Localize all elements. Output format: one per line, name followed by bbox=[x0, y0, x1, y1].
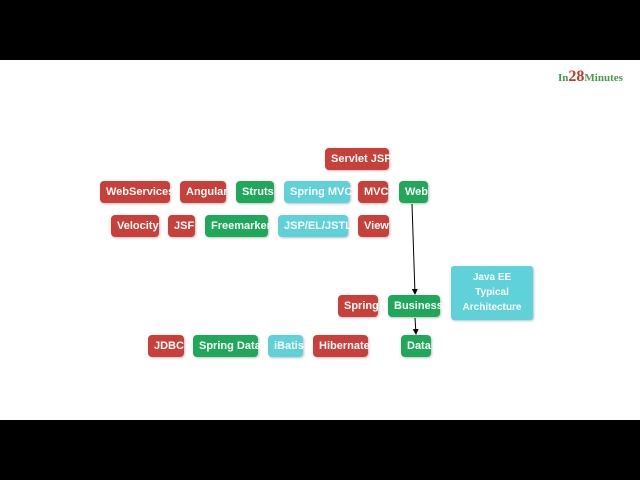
hibernate-box: Hibernate bbox=[313, 335, 370, 357]
arrow-business-to-data bbox=[412, 317, 419, 335]
business-box: Business bbox=[388, 295, 443, 317]
webservices-box: WebServices bbox=[100, 181, 174, 203]
mvc-box: MVC bbox=[358, 181, 388, 203]
java-ee-architecture-note: Java EE Typical Architecture bbox=[451, 266, 533, 320]
jsp-el-jstl-box: JSP/EL/JSTL bbox=[278, 215, 352, 237]
spring-data-box: Spring Data bbox=[193, 335, 261, 357]
spring-mvc-box: Spring MVC bbox=[284, 181, 352, 203]
servlet-jsp-box: Servlet JSP bbox=[325, 148, 392, 170]
jsf-box: JSF bbox=[168, 215, 195, 237]
velocity-box: Velocity bbox=[111, 215, 159, 237]
spring-box: Spring bbox=[338, 295, 379, 317]
connector-arrows bbox=[411, 203, 419, 335]
data-box: Data bbox=[401, 335, 431, 357]
jdbc-box: JDBC bbox=[148, 335, 184, 357]
freemarker-box: Freemarker bbox=[205, 215, 271, 237]
angular-box: Angular bbox=[180, 181, 228, 203]
in28minutes-logo: In28Minutes bbox=[558, 68, 623, 85]
web-box: Web bbox=[399, 181, 428, 203]
struts-box: Struts bbox=[236, 181, 274, 203]
ibatis-box: iBatis bbox=[268, 335, 304, 357]
view-box: View bbox=[358, 215, 389, 237]
slide: In28Minutes Servlet JSP WebServices Angu… bbox=[0, 60, 640, 420]
arrow-web-to-business bbox=[411, 203, 418, 295]
